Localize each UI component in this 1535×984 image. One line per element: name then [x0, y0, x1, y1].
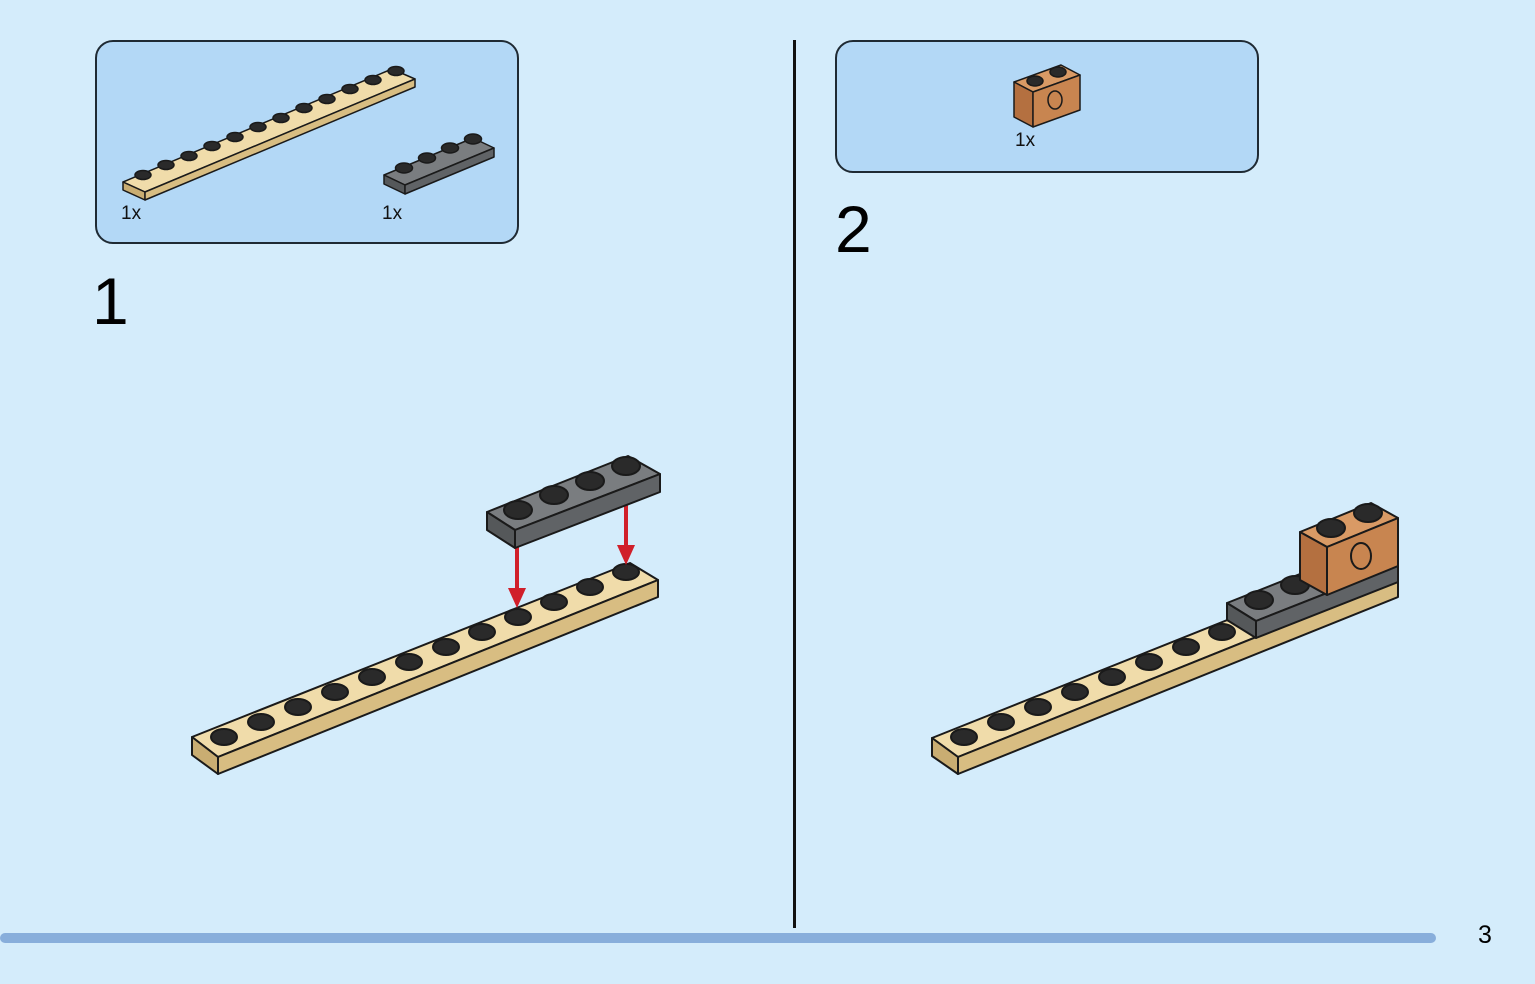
step-number: 1 [92, 264, 129, 338]
tan-plate-assembly-icon [191, 562, 659, 775]
parts-callout-step-1: 1x 1x [95, 40, 519, 244]
progress-bar [0, 933, 1436, 943]
parts-callout-step-2: 1x [835, 40, 1259, 173]
part-quantity: 1x [121, 203, 142, 224]
red-arrow-icon [508, 505, 635, 608]
parts-illustration-step-2 [1013, 64, 1081, 128]
step-number: 2 [835, 192, 872, 266]
tan-plate-1x12-icon [122, 65, 416, 201]
part-quantity: 1x [1015, 130, 1036, 151]
column-divider [793, 40, 796, 928]
parts-illustration-step-1 [122, 65, 495, 201]
brown-technic-brick-icon [1013, 64, 1081, 128]
dark-gray-plate-assembly-icon [486, 455, 661, 549]
dark-gray-plate-1x4-icon [383, 133, 495, 195]
part-quantity: 1x [382, 203, 403, 224]
brown-technic-brick-assembly-icon [1299, 502, 1399, 596]
page-number: 3 [1478, 921, 1492, 949]
